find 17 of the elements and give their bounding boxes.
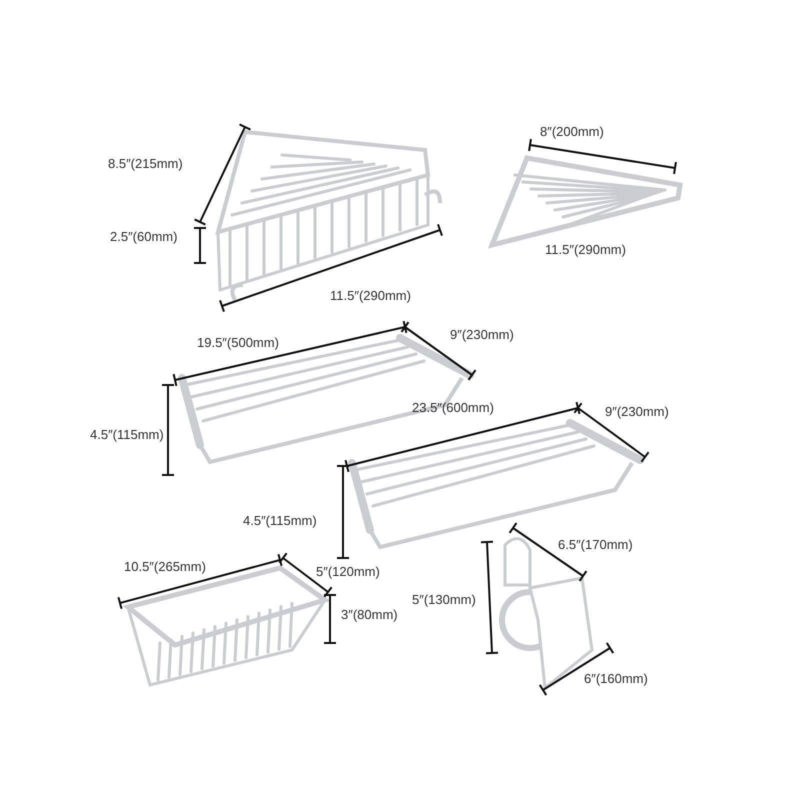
dimension-label: 6.5″(170mm) [558, 537, 633, 552]
dimension-label: 19.5″(500mm) [197, 335, 279, 350]
dimension-label: 5″(130mm) [412, 592, 476, 607]
dimension-label: 4.5″(115mm) [243, 513, 317, 528]
dimension-label: 8″(200mm) [540, 124, 604, 139]
dimension-label: 11.5″(290mm) [330, 288, 411, 303]
dimension-label: 8.5″(215mm) [108, 156, 183, 171]
dimension-label: 4.5″(115mm) [90, 427, 164, 442]
dimension-label: 2.5″(60mm) [110, 229, 178, 244]
dimension-label: 10.5″(265mm) [124, 559, 206, 574]
dimension-label: 5″(120mm) [316, 564, 380, 579]
dimension-label: 6″(160mm) [584, 671, 648, 686]
dimension-label: 23.5″(600mm) [412, 400, 494, 415]
dimension-label: 3″(80mm) [341, 607, 398, 622]
dimension-label: 9″(230mm) [450, 327, 514, 342]
dimension-label: 9″(230mm) [605, 404, 669, 419]
dimension-label: 11.5″(290mm) [545, 242, 626, 257]
